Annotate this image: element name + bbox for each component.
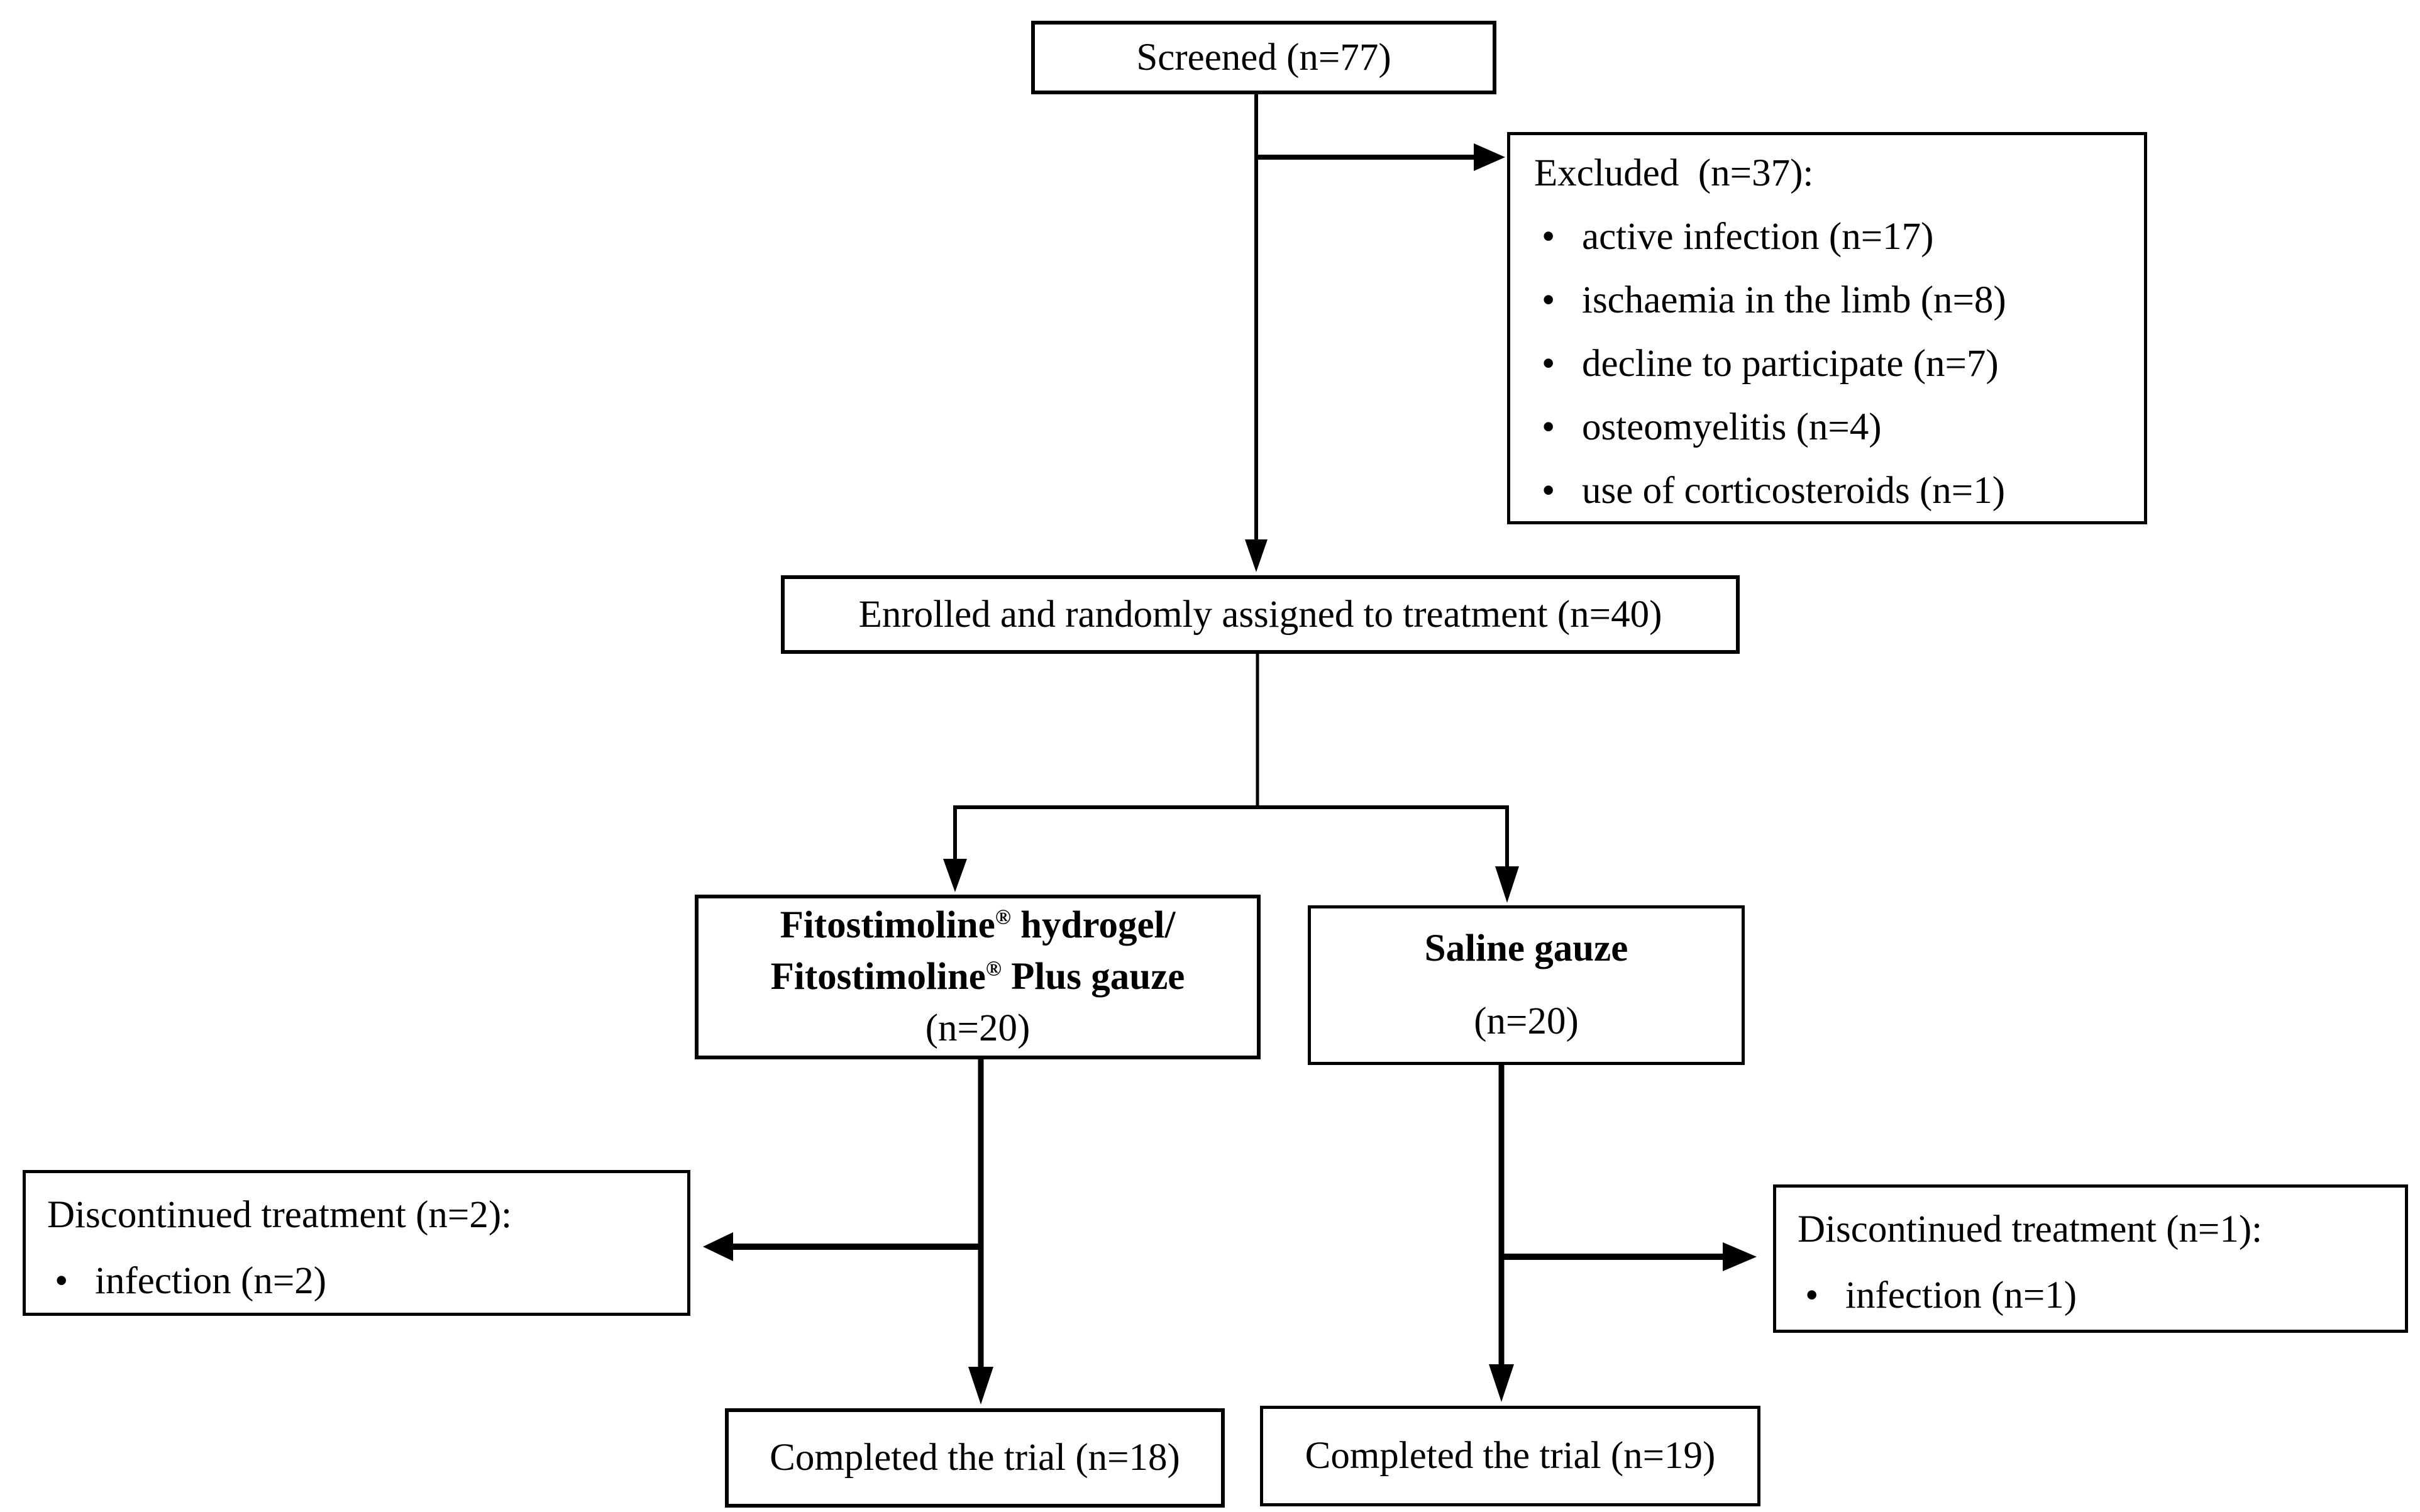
completed-fitostimoline-label: Completed the trial (n=18) — [770, 1437, 1180, 1479]
bullet-icon: • — [55, 1259, 69, 1302]
registered-trademark-icon: ® — [995, 905, 1011, 929]
arrowhead-fitostimoline-arm — [943, 859, 967, 892]
excluded-item-label: decline to participate (n=7) — [1582, 342, 1999, 385]
bullet-icon: • — [1542, 215, 1555, 258]
saline-arm-count: (n=20) — [1474, 1000, 1579, 1042]
excluded-item: • osteomyelitis (n=4) — [1534, 395, 2120, 459]
saline-arm-box: Saline gauze (n=20) — [1308, 905, 1745, 1065]
enrolled-label: Enrolled and randomly assigned to treatm… — [858, 593, 1662, 636]
saline-arm-name: Saline gauze — [1424, 927, 1628, 969]
enrolled-box: Enrolled and randomly assigned to treatm… — [781, 575, 1740, 654]
discontinued-saline-item: • infection (n=1) — [1798, 1262, 2384, 1328]
fitostimoline-arm-line1: Fitostimoline® hydrogel/ — [780, 904, 1176, 946]
fitostimoline-arm-count: (n=20) — [925, 1007, 1030, 1049]
excluded-item-label: osteomyelitis (n=4) — [1582, 406, 1882, 448]
arrowhead-excluded — [1474, 143, 1505, 171]
discontinued-saline-item-label: infection (n=1) — [1845, 1274, 2077, 1316]
excluded-item: • active infection (n=17) — [1534, 205, 2120, 268]
excluded-box: Excluded (n=37): • active infection (n=1… — [1507, 132, 2147, 524]
discontinued-fitostimoline-item-label: infection (n=2) — [95, 1259, 327, 1302]
screened-label: Screened (n=77) — [1136, 36, 1391, 79]
bullet-icon: • — [1805, 1274, 1819, 1316]
arrowhead-completed-fitostimoline — [968, 1367, 993, 1404]
completed-fitostimoline-box: Completed the trial (n=18) — [725, 1408, 1225, 1508]
discontinued-fitostimoline-title: Discontinued treatment (n=2): — [47, 1193, 512, 1236]
arrowhead-saline-arm — [1495, 866, 1519, 903]
bullet-icon: • — [1542, 279, 1555, 321]
bullet-icon: • — [1542, 406, 1555, 448]
completed-saline-box: Completed the trial (n=19) — [1260, 1406, 1760, 1506]
arrowhead-discontinued-fitostimoline — [703, 1232, 733, 1261]
discontinued-fitostimoline-box: Discontinued treatment (n=2): • infectio… — [23, 1170, 690, 1316]
registered-trademark-icon: ® — [985, 957, 1002, 981]
arrowhead-discontinued-saline — [1723, 1242, 1757, 1271]
fitostimoline-arm-line2: Fitostimoline® Plus gauze — [770, 956, 1185, 998]
bullet-icon: • — [1542, 469, 1555, 512]
excluded-item-label: active infection (n=17) — [1582, 215, 1934, 258]
discontinued-fitostimoline-item: • infection (n=2) — [47, 1248, 666, 1314]
discontinued-saline-title: Discontinued treatment (n=1): — [1798, 1208, 2263, 1250]
excluded-item: • decline to participate (n=7) — [1534, 332, 2120, 395]
arrowhead-completed-saline — [1489, 1364, 1514, 1402]
excluded-item-label: ischaemia in the limb (n=8) — [1582, 279, 2006, 321]
screened-box: Screened (n=77) — [1031, 21, 1496, 94]
excluded-item: • ischaemia in the limb (n=8) — [1534, 268, 2120, 332]
bullet-icon: • — [1542, 342, 1555, 385]
discontinued-saline-box: Discontinued treatment (n=1): • infectio… — [1773, 1184, 2408, 1333]
excluded-item-label: use of corticosteroids (n=1) — [1582, 469, 2006, 512]
fitostimoline-arm-box: Fitostimoline® hydrogel/ Fitostimoline® … — [695, 895, 1261, 1059]
arrowhead-enrolled — [1245, 539, 1268, 572]
excluded-title: Excluded (n=37): — [1534, 152, 1814, 194]
completed-saline-label: Completed the trial (n=19) — [1305, 1435, 1716, 1477]
excluded-item: • use of corticosteroids (n=1) — [1534, 459, 2120, 522]
